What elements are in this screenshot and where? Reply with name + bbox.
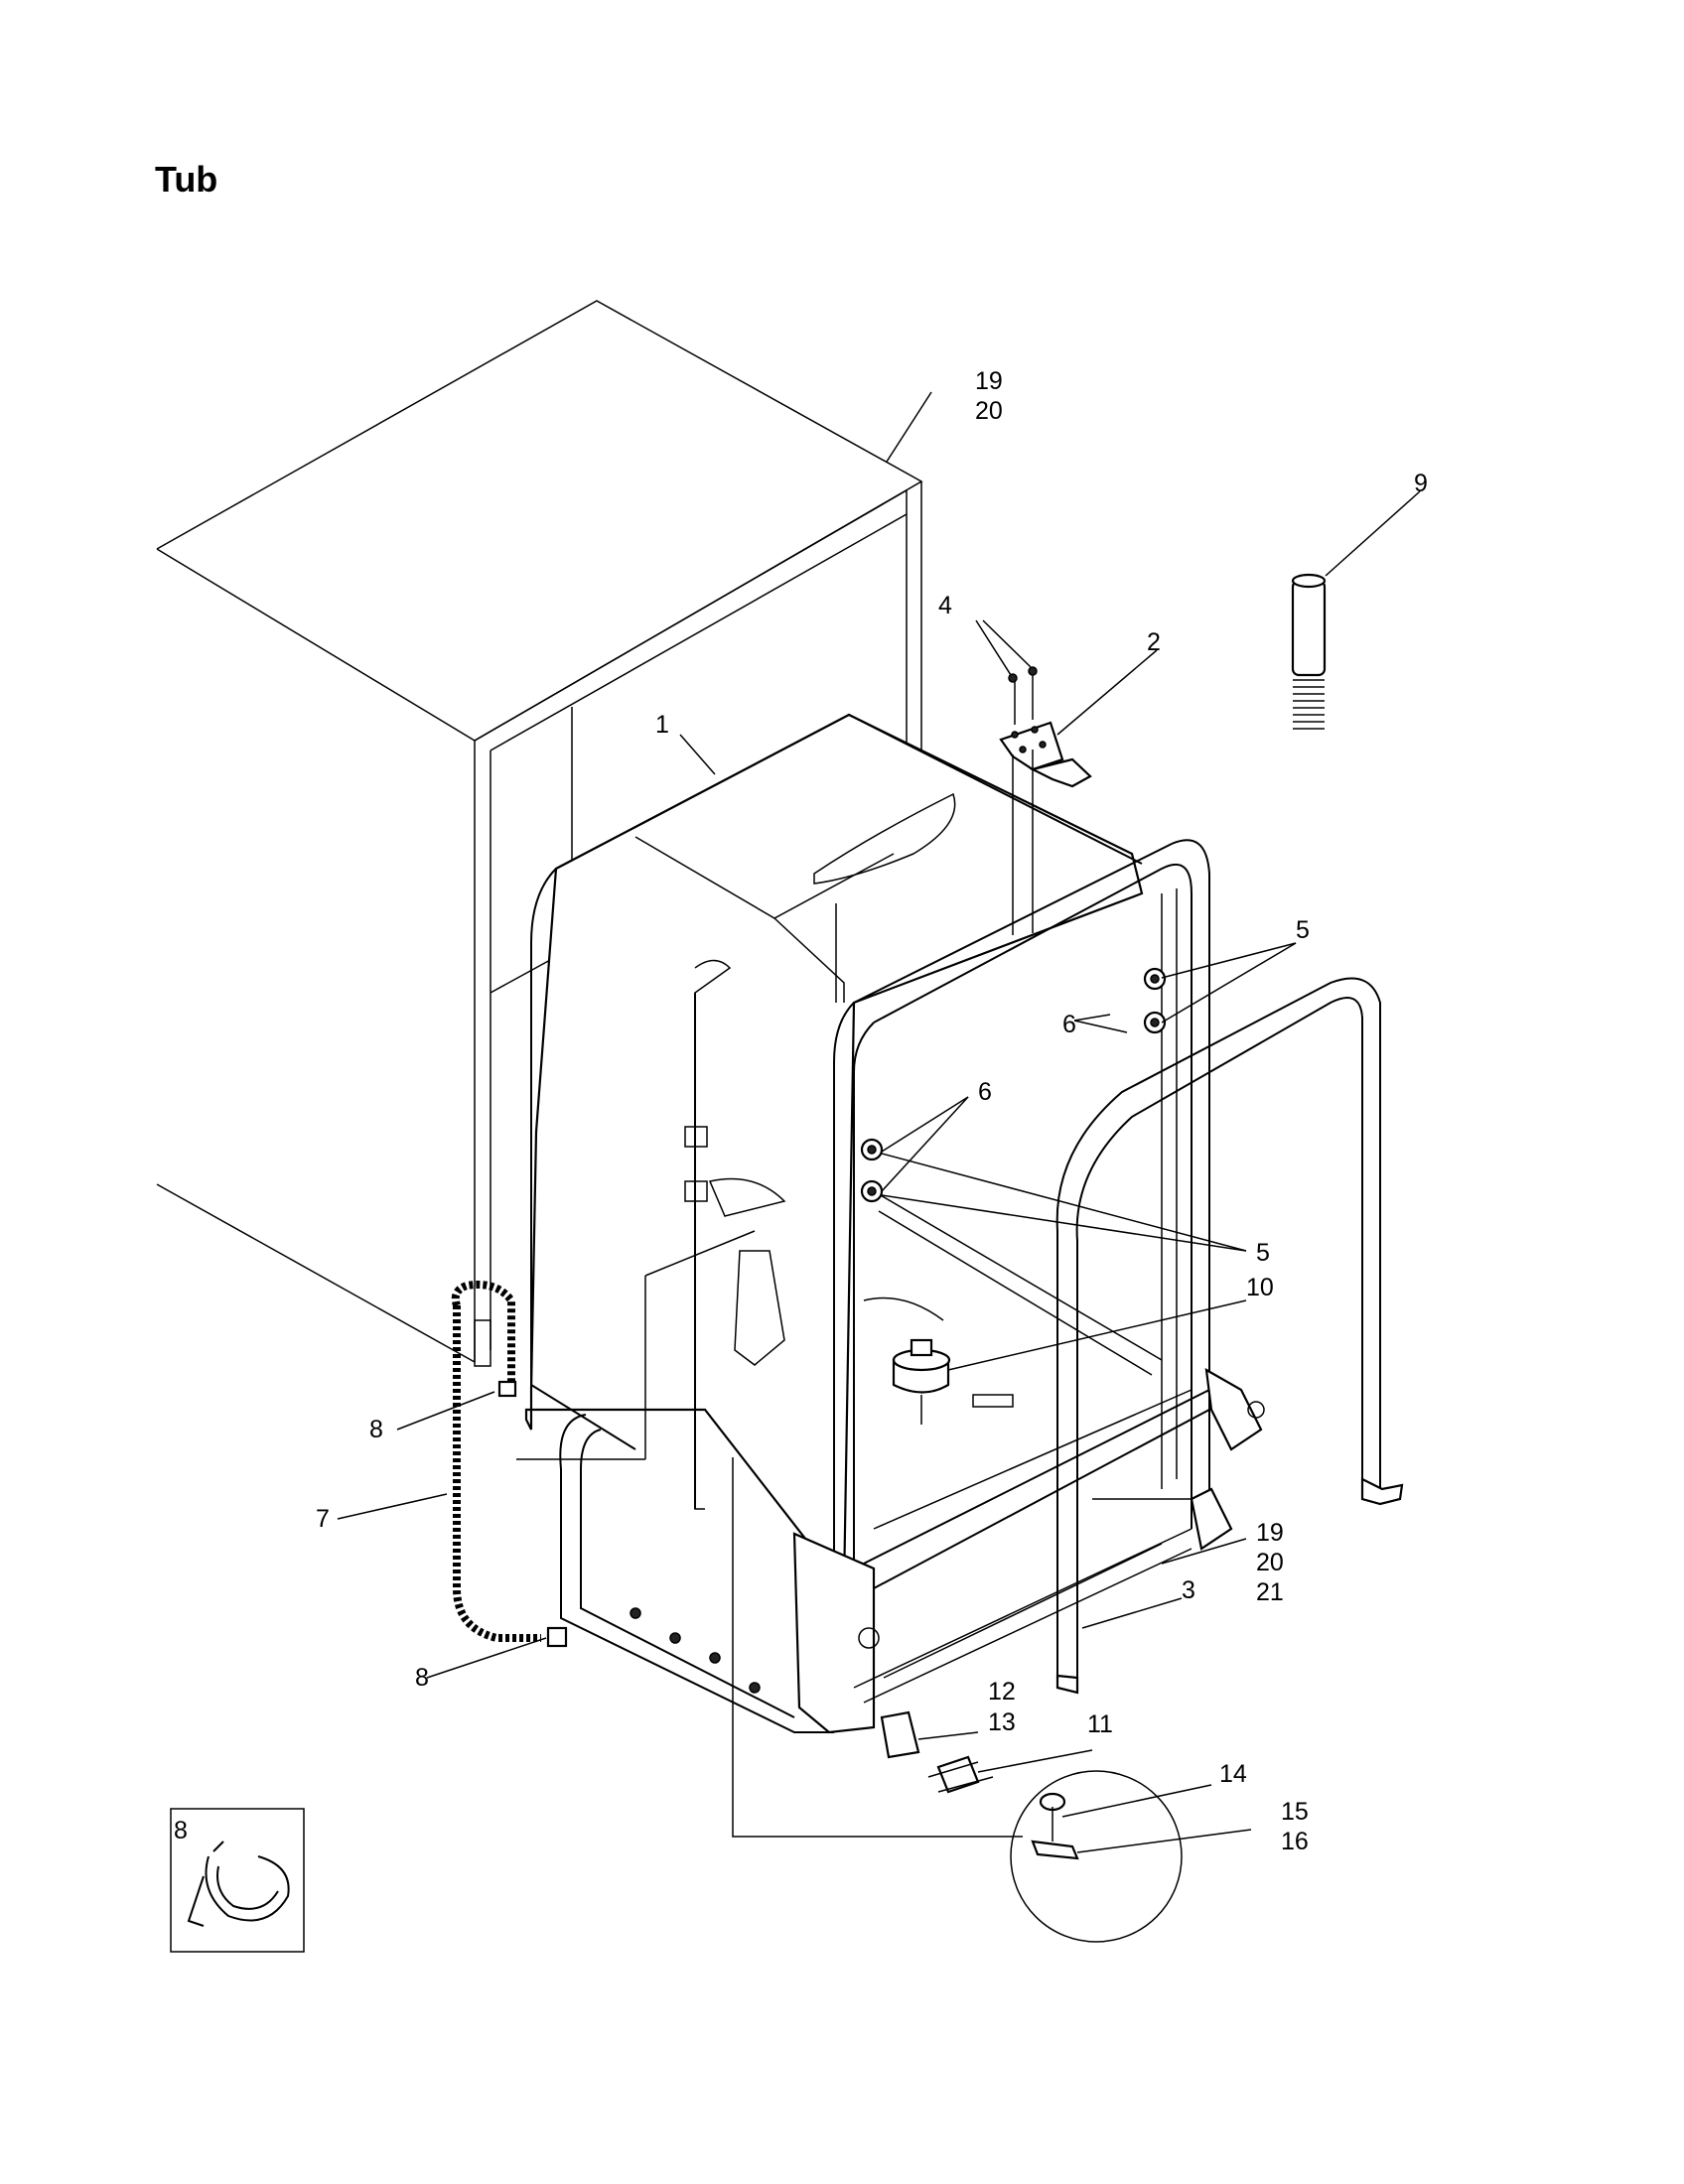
tub-front-frame xyxy=(792,839,1265,1734)
callout-1: 1 xyxy=(655,711,669,739)
callout-6-right: 6 xyxy=(1062,1011,1076,1038)
callout-9: 9 xyxy=(1414,470,1428,497)
callout-5-lower: 5 xyxy=(1256,1239,1270,1267)
callout-2: 2 xyxy=(1147,628,1161,656)
page-title: Tub xyxy=(155,159,218,200)
callout-19: 19 xyxy=(1256,1519,1284,1547)
mount-grommets xyxy=(860,967,1167,1203)
callout-10: 10 xyxy=(1246,1274,1274,1301)
callout-4: 4 xyxy=(938,592,952,619)
tub-body xyxy=(516,713,1144,1592)
callout-16: 16 xyxy=(1281,1828,1309,1855)
clamp-inset xyxy=(170,1808,305,1953)
callout-11: 11 xyxy=(1087,1710,1113,1738)
switch-components xyxy=(732,1457,1183,1943)
callout-8-inset: 8 xyxy=(174,1817,188,1844)
callout-21: 21 xyxy=(1256,1578,1284,1606)
callout-15: 15 xyxy=(1281,1798,1309,1826)
callout-12: 12 xyxy=(988,1678,1016,1706)
callout-8-lower: 8 xyxy=(415,1664,429,1692)
door-gasket xyxy=(1055,977,1404,1695)
callout-18: 20 xyxy=(975,397,1003,425)
callout-labels: 19 20 9 4 2 1 5 6 6 5 10 8 7 19 20 21 3 … xyxy=(174,367,1428,1855)
leveling-leg xyxy=(1291,573,1327,730)
float-assembly xyxy=(892,1338,951,1425)
top-mount-bracket xyxy=(999,666,1092,935)
fill-hose xyxy=(451,1281,568,1648)
leader-lines xyxy=(337,391,1421,1853)
callout-3: 3 xyxy=(1182,1576,1195,1604)
callout-5-upper: 5 xyxy=(1296,916,1310,944)
callout-20: 20 xyxy=(1256,1549,1284,1576)
cabinet-outline xyxy=(156,300,923,1367)
callout-17: 19 xyxy=(975,367,1003,395)
callout-8-upper: 8 xyxy=(369,1416,383,1443)
callout-14: 14 xyxy=(1219,1760,1247,1788)
callout-7: 7 xyxy=(316,1505,330,1533)
callout-6-left: 6 xyxy=(978,1078,992,1106)
callout-13: 13 xyxy=(988,1708,1016,1736)
base-rail xyxy=(559,1414,1193,1733)
